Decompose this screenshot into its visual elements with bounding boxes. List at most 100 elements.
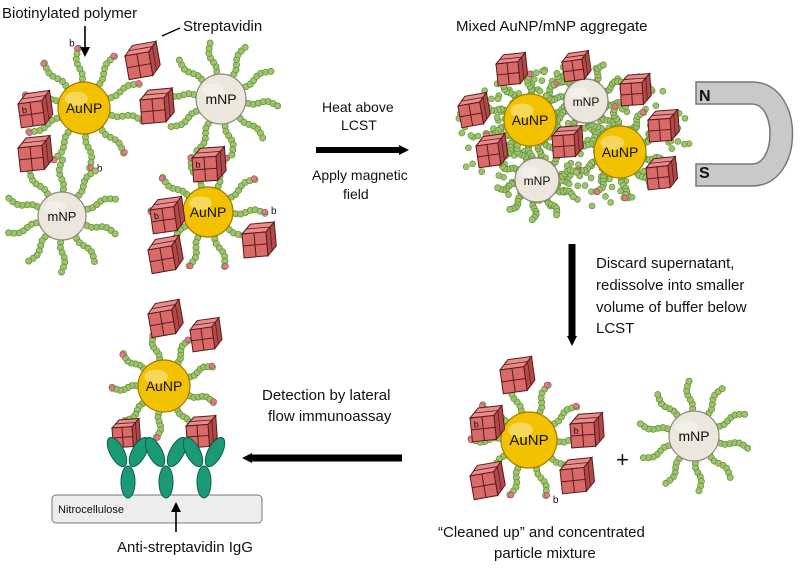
streptavidin-cube — [17, 135, 53, 171]
aggregate-bead — [541, 69, 547, 75]
mnp-particle: mNP — [196, 74, 246, 124]
label-discard-3: volume of buffer below — [596, 299, 747, 316]
aggregate-bead — [494, 114, 500, 120]
label-apply-magnetic: Apply magnetic — [312, 167, 408, 183]
polymer-chain — [57, 235, 68, 275]
biotin-label: b — [573, 425, 579, 435]
aggregate-bead — [588, 175, 594, 181]
aggregate-bead — [479, 169, 485, 175]
polymer-chain — [104, 110, 145, 125]
aggregate-bead — [681, 141, 687, 147]
aunp-particle: AuNP — [594, 126, 646, 178]
magnet-north-label: N — [699, 88, 711, 105]
magnet-south-label: S — [699, 165, 710, 182]
mnp-label: mNP — [573, 95, 600, 109]
mnp-particle: mNP — [38, 192, 86, 240]
streptavidin-cube: b — [569, 413, 604, 448]
aunp-label: AuNP — [512, 112, 549, 128]
polymer-chain — [103, 80, 142, 101]
label-nitrocellulose: Nitrocellulose — [58, 504, 124, 516]
aggregate-bead — [669, 146, 675, 152]
polymer-chain: b — [82, 129, 102, 175]
biotin-label: b — [271, 206, 277, 217]
mnp-label: mNP — [524, 174, 551, 188]
aggregate-bead — [463, 164, 469, 170]
aggregate-bead — [496, 173, 502, 179]
streptavidin-cube — [146, 235, 184, 273]
streptavidin-cube — [189, 317, 223, 351]
biotin-label: b — [473, 419, 479, 429]
mnp-label: mNP — [205, 91, 236, 107]
biotin-label: b — [69, 38, 75, 49]
polymer-chain: b — [534, 462, 559, 507]
aunp-label: AuNP — [190, 204, 227, 220]
label-heat-above: Heat above — [322, 99, 394, 115]
aggregate-bead — [575, 183, 581, 189]
label-detection-1: Detection by lateral — [262, 387, 390, 404]
streptavidin-cube: b — [191, 147, 226, 182]
aggregate-bead — [475, 133, 481, 139]
streptavidin-cube — [146, 299, 184, 337]
magnet: N S — [696, 82, 793, 186]
aggregate-bead — [488, 96, 494, 102]
label-plus: + — [616, 447, 629, 472]
polymer-chain: b — [228, 206, 277, 217]
aunp-label: AuNP — [509, 432, 548, 449]
label-cleaned-2: particle mixture — [494, 545, 596, 562]
label-streptavidin: Streptavidin — [183, 18, 262, 35]
aggregate-bead — [565, 120, 571, 126]
polymer-chain: b — [69, 38, 85, 87]
aggregate-bead — [682, 115, 688, 121]
aggregate-bead — [465, 145, 471, 151]
aggregate-bead — [582, 183, 588, 189]
aggregate-bead — [589, 203, 595, 209]
label-anti-igg: Anti-streptavidin IgG — [117, 539, 253, 556]
streptavidin-cube — [499, 356, 536, 393]
aggregate-bead — [459, 130, 465, 136]
aunp-label: AuNP — [66, 100, 103, 116]
label-detection-2: flow immunoassay — [268, 408, 392, 425]
aunp-particle: AuNP — [501, 412, 557, 468]
aggregate-bead — [470, 161, 476, 167]
aunp-particle: AuNP — [58, 82, 110, 134]
streptavidin-cube — [139, 88, 175, 124]
streptavidin-cube — [495, 53, 528, 86]
label-biotinylated-polymer: Biotinylated polymer — [2, 5, 137, 22]
aggregate-bead — [537, 88, 543, 94]
aggregate-bead — [566, 181, 572, 187]
biotin-label: b — [195, 159, 201, 169]
aunp-label: AuNP — [602, 144, 639, 160]
mnp-particle: mNP — [669, 411, 719, 461]
aggregate-bead — [533, 70, 539, 76]
streptavidin-cube — [561, 51, 592, 82]
aggregate-bead — [495, 96, 501, 102]
polymer-chain — [241, 98, 281, 109]
aggregate-bead — [660, 88, 666, 94]
streptavidin-pointer — [162, 28, 180, 36]
label-lcst: LCST — [341, 117, 377, 133]
label-discard-4: LCST — [596, 320, 634, 337]
aggregate-bead — [653, 103, 659, 109]
aggregate-bead — [609, 184, 615, 190]
streptavidin-cube — [619, 74, 651, 106]
mnp-label: mNP — [678, 428, 709, 444]
aunp-particle: AuNP — [504, 94, 556, 146]
mnp-label: mNP — [48, 209, 77, 224]
aunp-particle: AuNP — [138, 360, 190, 412]
mnp-particle: mNP — [515, 158, 559, 202]
streptavidin-cube — [647, 110, 679, 142]
aggregate-bead — [468, 133, 474, 139]
aggregate-bead — [539, 78, 545, 84]
label-discard-2: redissolve into smaller — [596, 277, 744, 294]
polymer-chain — [56, 157, 67, 197]
streptavidin-cube — [468, 461, 506, 499]
label-cleaned-1: “Cleaned up” and concentrated — [438, 524, 645, 541]
aggregate-bead — [675, 138, 681, 144]
streptavidin-cube — [241, 222, 277, 258]
streptavidin-cube — [123, 41, 161, 79]
aggregate-bead — [608, 199, 614, 205]
aggregate-bead — [602, 193, 608, 199]
streptavidin-cube — [551, 126, 583, 158]
biotin-label: b — [553, 495, 559, 506]
